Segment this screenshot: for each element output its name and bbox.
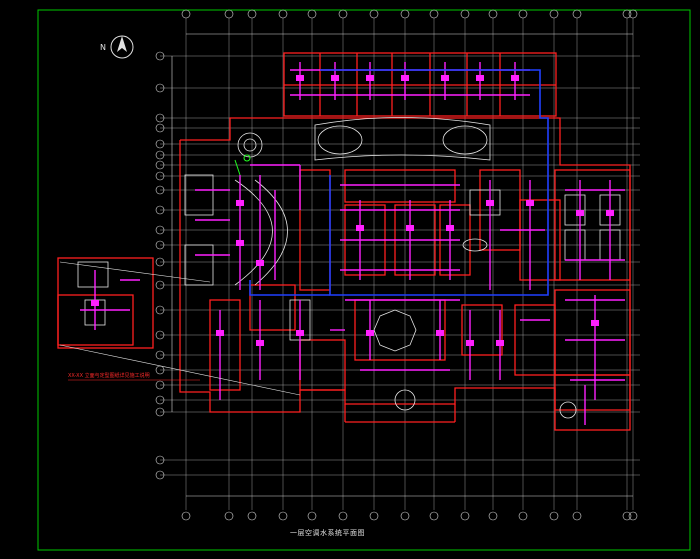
fan-coil-unit	[606, 210, 614, 216]
grid-bubble	[628, 9, 638, 19]
north-label: N	[100, 43, 106, 52]
leader-lines	[59, 261, 301, 396]
axis-grid	[155, 9, 640, 521]
building-walls	[57, 52, 631, 431]
grid-bubble	[518, 9, 528, 19]
grid-bubble	[628, 511, 638, 521]
grid-bubble	[155, 113, 165, 123]
fan-coil-unit	[256, 340, 264, 346]
grid-bubble	[572, 511, 582, 521]
grid-bubble	[400, 511, 410, 521]
grid-bubble	[155, 380, 165, 390]
fan-coil-unit	[466, 340, 474, 346]
fan-coil-unit	[401, 75, 409, 81]
grid-bubble	[460, 511, 470, 521]
fan-coil-unit	[576, 210, 584, 216]
grid-bubble	[155, 150, 165, 160]
grid-bubble	[488, 511, 498, 521]
fan-coil-unit	[496, 340, 504, 346]
grid-bubble	[155, 257, 165, 267]
supply-pipes	[80, 62, 625, 425]
grid-bubble	[278, 9, 288, 19]
grid-bubble	[155, 240, 165, 250]
fan-coil-unit	[331, 75, 339, 81]
fan-coil-unit	[441, 75, 449, 81]
grid-bubble	[369, 511, 379, 521]
fan-coil-unit	[486, 200, 494, 206]
fan-coil-unit	[366, 330, 374, 336]
grid-bubble	[622, 511, 632, 521]
grid-bubble	[307, 511, 317, 521]
drawing-frame	[37, 9, 691, 551]
grid-bubble	[307, 9, 317, 19]
grid-bubble	[155, 160, 165, 170]
grid-bubble	[181, 9, 191, 19]
fan-coil-unit	[236, 200, 244, 206]
fan-coil-unit	[296, 75, 304, 81]
main-pipe	[249, 69, 549, 296]
grid-bubble	[155, 455, 165, 465]
grid-bubble	[181, 511, 191, 521]
grid-bubble	[488, 9, 498, 19]
green-markers	[234, 154, 251, 176]
drawing-note: XX-XX 立面与定型图纸详见施工说明	[68, 373, 150, 379]
fan-coil-unit	[356, 225, 364, 231]
fan-coil-unit	[91, 300, 99, 306]
grid-bubble	[460, 9, 470, 19]
fan-coil-unit	[436, 330, 444, 336]
grid-bubble	[549, 511, 559, 521]
grid-bubble	[155, 350, 165, 360]
fan-coil-unit	[296, 330, 304, 336]
grid-bubble	[155, 205, 165, 215]
fan-coil-unit	[446, 225, 454, 231]
grid-bubble	[155, 51, 165, 61]
grid-bubble	[155, 470, 165, 480]
grid-bubble	[155, 185, 165, 195]
north-arrow: N	[100, 35, 134, 59]
fan-coil-unit	[216, 330, 224, 336]
grid-bubble	[247, 9, 257, 19]
grid-bubble	[338, 511, 348, 521]
grid-bubble	[278, 511, 288, 521]
grid-bubble	[518, 511, 528, 521]
grid-bubble	[400, 9, 410, 19]
grid-bubble	[549, 9, 559, 19]
grid-bubble	[155, 225, 165, 235]
fan-coil-unit	[366, 75, 374, 81]
fan-coil-unit	[406, 225, 414, 231]
grid-bubble	[155, 330, 165, 340]
grid-bubble	[224, 511, 234, 521]
fan-coil-unit	[236, 240, 244, 246]
grid-bubble	[429, 511, 439, 521]
fan-coil-unit	[476, 75, 484, 81]
grid-bubble	[155, 305, 165, 315]
fan-coil-unit	[256, 260, 264, 266]
grid-bubble	[155, 139, 165, 149]
drawing-title: 一层空调水系统平面图	[290, 529, 365, 537]
grid-bubble	[155, 123, 165, 133]
fixtures	[77, 117, 621, 419]
grid-bubble	[155, 280, 165, 290]
grid-bubble	[622, 9, 632, 19]
grid-bubble	[155, 83, 165, 93]
grid-bubble	[429, 9, 439, 19]
grid-bubble	[338, 9, 348, 19]
grid-bubble	[572, 9, 582, 19]
grid-bubble	[224, 9, 234, 19]
fan-coil-unit	[591, 320, 599, 326]
grid-bubble	[155, 171, 165, 181]
fan-coil-unit	[511, 75, 519, 81]
fan-coil-unit	[526, 200, 534, 206]
grid-bubble	[369, 9, 379, 19]
grid-bubble	[247, 511, 257, 521]
grid-bubble	[155, 407, 165, 417]
grid-bubble	[155, 395, 165, 405]
